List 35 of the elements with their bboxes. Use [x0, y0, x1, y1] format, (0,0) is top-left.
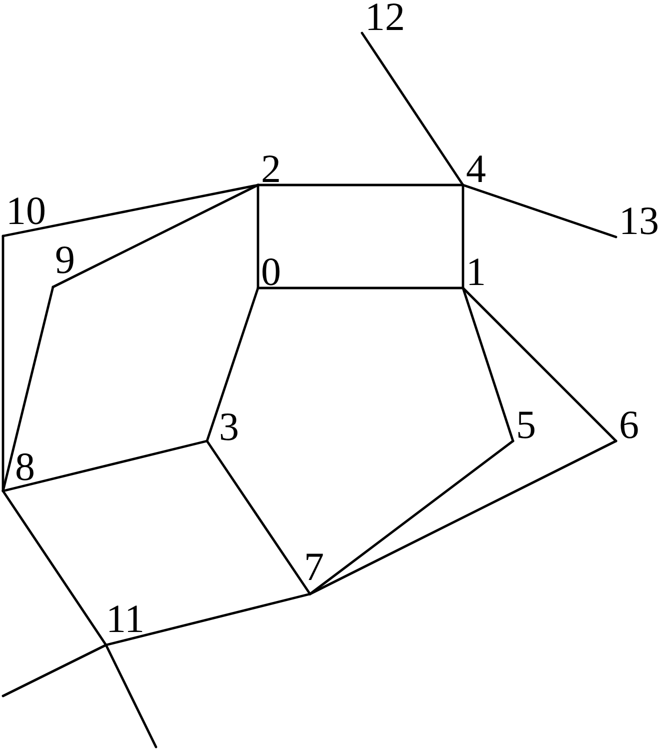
edge-line — [308, 440, 618, 596]
vertex-label: 10 — [6, 197, 46, 225]
edge-line — [104, 644, 158, 748]
edge-line — [308, 440, 514, 596]
edge-line — [462, 286, 514, 442]
vertex-label: 6 — [619, 411, 639, 439]
vertex-label: 1 — [466, 258, 486, 286]
edge-line — [462, 184, 618, 238]
vertex-label: 5 — [516, 411, 536, 439]
vertex-label: 0 — [261, 258, 281, 286]
edge-line — [256, 286, 464, 290]
vertex-label: 8 — [15, 453, 35, 481]
vertex-label: 11 — [106, 605, 145, 633]
vertex-label: 7 — [304, 553, 324, 581]
edge-line — [462, 286, 618, 442]
edge-line — [52, 184, 260, 288]
vertex-label: 13 — [619, 207, 659, 235]
edge-line — [2, 184, 260, 238]
vertex-label: 12 — [365, 3, 405, 31]
edge-line — [2, 644, 108, 698]
edge-line — [360, 32, 464, 186]
vertex-label: 9 — [55, 246, 75, 274]
edge-line — [256, 184, 260, 290]
edge-line — [256, 184, 464, 186]
edge-line — [2, 490, 108, 646]
edge-line — [2, 286, 54, 492]
vertex-label: 2 — [261, 155, 281, 183]
edge-line — [206, 286, 260, 442]
vertex-label: 4 — [466, 155, 486, 183]
edge-line — [104, 592, 312, 646]
edge-line — [2, 234, 4, 492]
edge-line — [206, 440, 312, 596]
vertex-label: 3 — [219, 413, 239, 441]
edge-line — [2, 440, 208, 492]
edge-line — [462, 184, 464, 290]
